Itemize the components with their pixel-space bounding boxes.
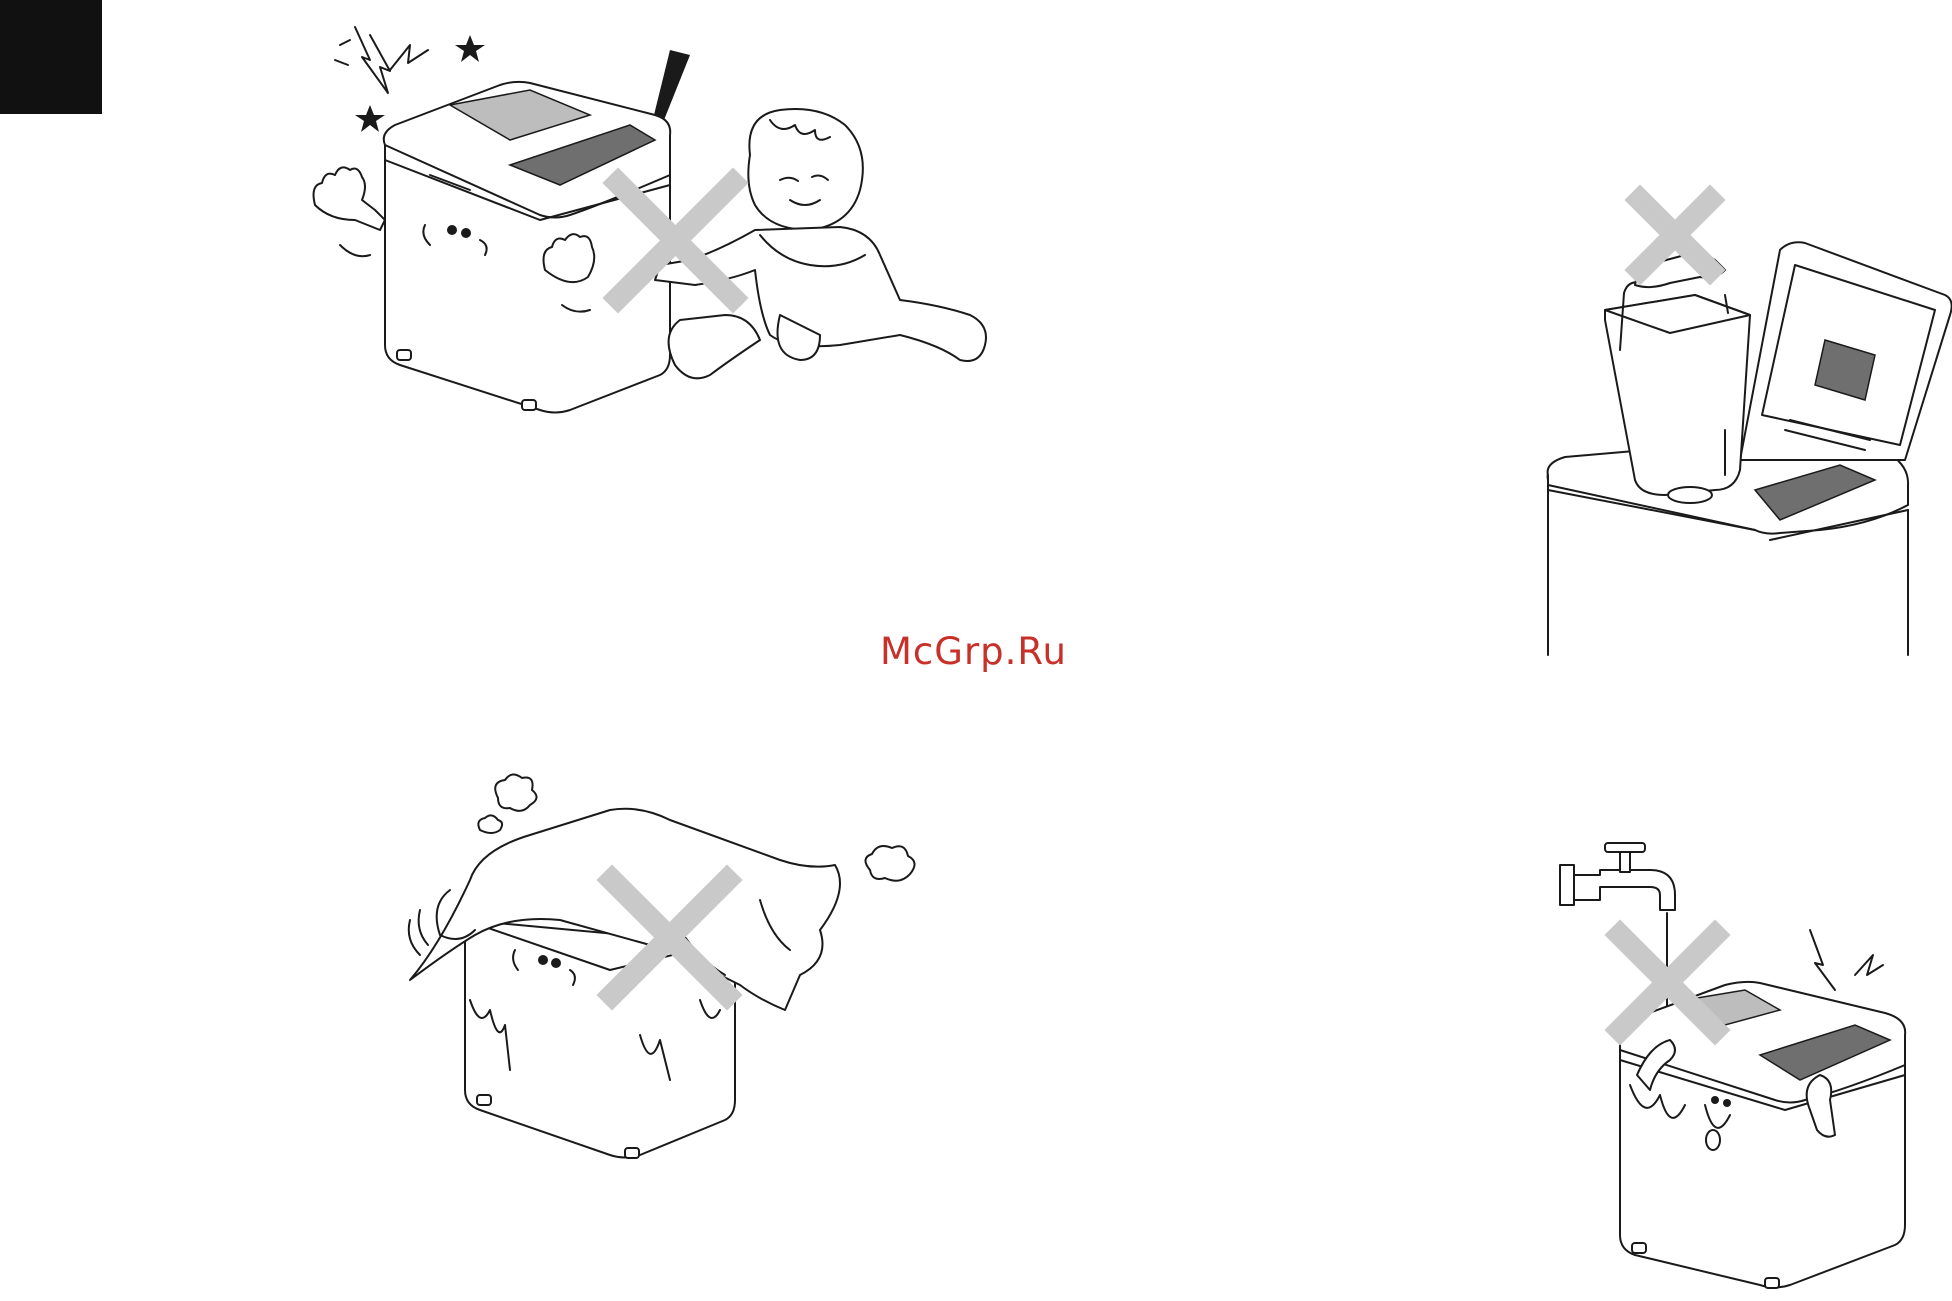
illustration-covering-appliance	[380, 770, 940, 1190]
illustration-lifting-pan-during-operation	[1540, 185, 1952, 665]
bread-maker-icon	[1619, 982, 1905, 1288]
baby-icon	[655, 109, 986, 378]
spark-icon	[335, 27, 428, 93]
bread-maker-icon	[314, 82, 671, 413]
spark-icon	[1810, 930, 1883, 990]
page-section-tab	[0, 0, 102, 114]
watermark-text: McGrp.Ru	[880, 630, 1067, 673]
illustration-water-on-appliance	[1555, 835, 1940, 1295]
illustration-child-near-appliance	[300, 15, 1000, 435]
bread-maker-open-lid-icon	[1548, 242, 1952, 655]
